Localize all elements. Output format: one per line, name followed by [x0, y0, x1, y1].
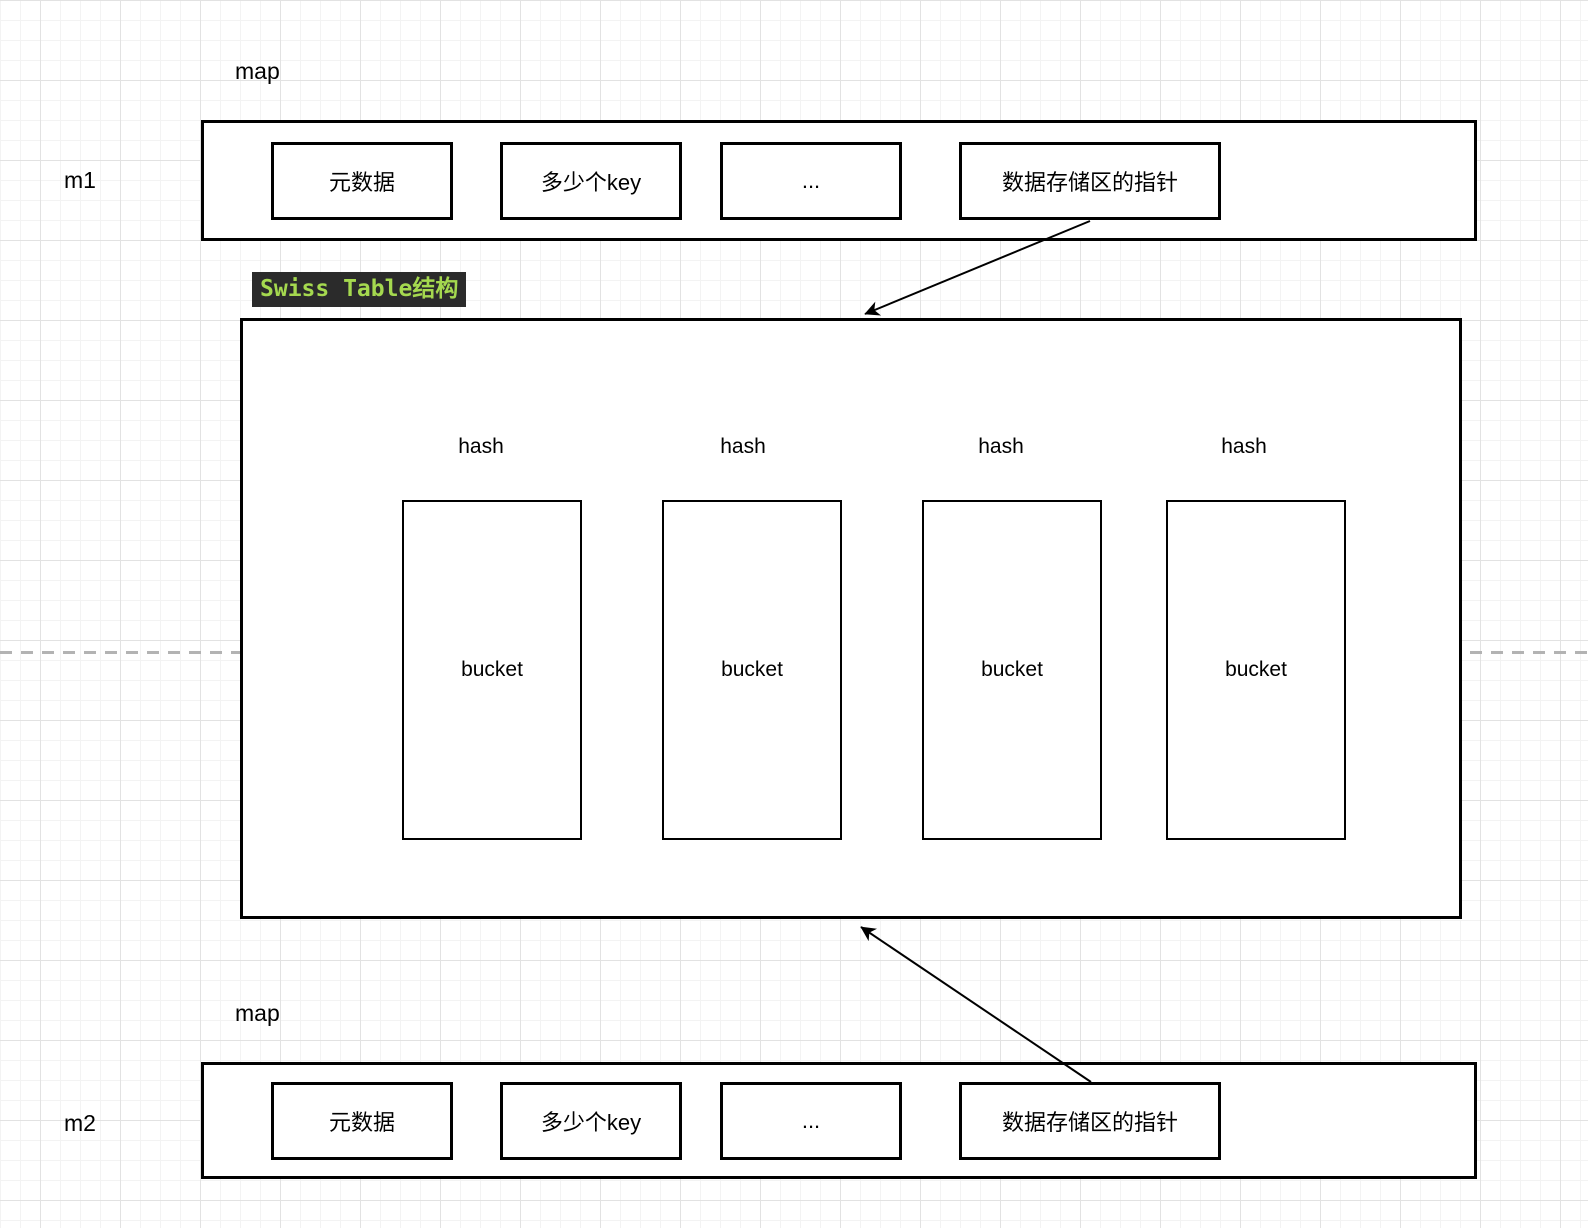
- m1-cell-data-pointer[interactable]: 数据存储区的指针: [959, 142, 1221, 220]
- m2-cell-data-pointer-label: 数据存储区的指针: [1001, 1110, 1178, 1135]
- m1-cell-data-pointer-label: 数据存储区的指针: [1001, 170, 1178, 195]
- m1-cell-metadata-label: 元数据: [328, 170, 395, 195]
- map-label-bottom[interactable]: map: [235, 1000, 280, 1026]
- m1-cell-ellipsis[interactable]: ...: [720, 142, 902, 220]
- m1-cell-ellipsis-label: ...: [801, 168, 821, 193]
- m2-cell-ellipsis-label: ...: [801, 1108, 821, 1133]
- bucket-label-1: bucket: [461, 658, 523, 681]
- m2-cell-key-count[interactable]: 多少个key: [500, 1082, 682, 1160]
- m2-cell-ellipsis[interactable]: ...: [720, 1082, 902, 1160]
- bucket-label-2: bucket: [721, 658, 783, 681]
- m2-cell-metadata[interactable]: 元数据: [271, 1082, 453, 1160]
- hash-label-2[interactable]: hash: [720, 435, 766, 458]
- bucket-box-4[interactable]: bucket: [1166, 500, 1346, 840]
- bucket-box-3[interactable]: bucket: [922, 500, 1102, 840]
- m2-cell-data-pointer[interactable]: 数据存储区的指针: [959, 1082, 1221, 1160]
- arrow-m2-pointer-to-swiss-table[interactable]: [860, 926, 1092, 1083]
- m1-cell-metadata[interactable]: 元数据: [271, 142, 453, 220]
- map-label-top[interactable]: map: [235, 58, 280, 84]
- bucket-box-2[interactable]: bucket: [662, 500, 842, 840]
- m1-cell-key-count-label: 多少个key: [540, 170, 642, 195]
- m2-label[interactable]: m2: [64, 1110, 96, 1136]
- bucket-box-1[interactable]: bucket: [402, 500, 582, 840]
- swiss-table-title[interactable]: Swiss Table结构: [252, 272, 467, 307]
- m1-cell-key-count[interactable]: 多少个key: [500, 142, 682, 220]
- hash-label-4[interactable]: hash: [1221, 435, 1267, 458]
- hash-label-1[interactable]: hash: [458, 435, 504, 458]
- bucket-label-4: bucket: [1225, 658, 1287, 681]
- m2-cell-key-count-label: 多少个key: [540, 1110, 642, 1135]
- bucket-label-3: bucket: [981, 658, 1043, 681]
- m1-label[interactable]: m1: [64, 167, 96, 193]
- m2-cell-metadata-label: 元数据: [328, 1110, 395, 1135]
- hash-label-3[interactable]: hash: [978, 435, 1024, 458]
